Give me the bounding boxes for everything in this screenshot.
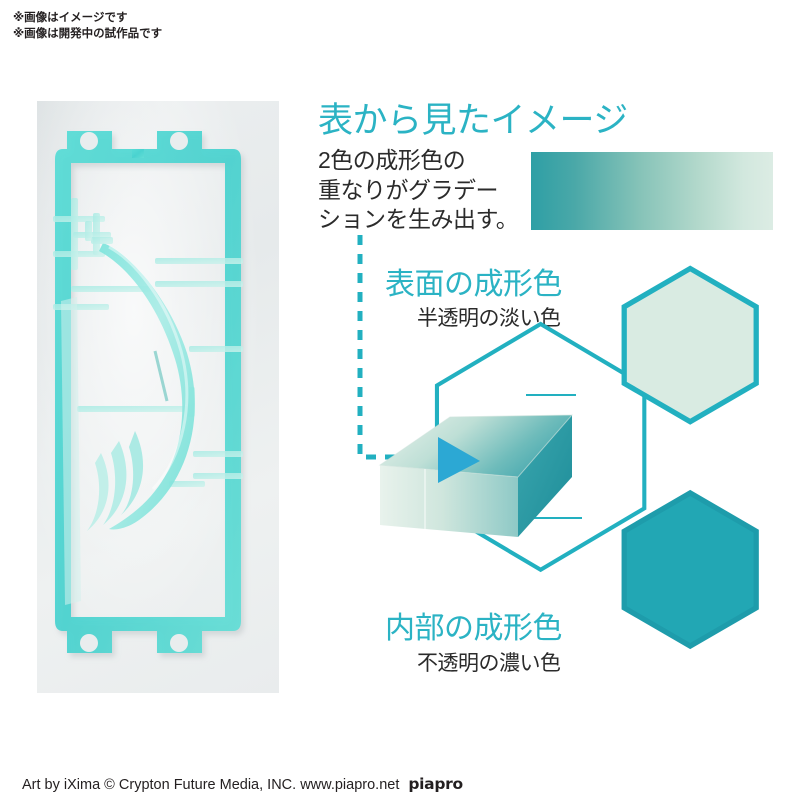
inner-color-subtitle: 不透明の濃い色 bbox=[417, 652, 561, 675]
front-view-body-line-1: 2色の成形色の bbox=[318, 147, 466, 173]
direction-arrow-icon bbox=[438, 437, 480, 483]
inner-color-heading: 内部の成形色 bbox=[385, 612, 563, 645]
front-view-body-line-2: 重なりがグラデー bbox=[318, 176, 499, 203]
surface-color-subtitle: 半透明の淡い色 bbox=[417, 307, 561, 330]
sprue-gates bbox=[85, 221, 113, 244]
front-view-heading: 表から見たイメージ bbox=[318, 101, 628, 140]
dashed-connector-line bbox=[357, 235, 430, 460]
credit-text: Art by iXima © Crypton Future Media, INC… bbox=[22, 777, 400, 793]
runner-sprue-photo bbox=[37, 101, 279, 693]
surface-color-hexagon-swatch bbox=[621, 265, 759, 425]
disclaimer-note-1: ※画像はイメージです bbox=[13, 12, 128, 24]
color-structure-diagram bbox=[320, 225, 800, 685]
footer-credit: Art by iXima © Crypton Future Media, INC… bbox=[22, 775, 463, 794]
hair-parts bbox=[87, 243, 195, 531]
inner-color-hexagon-swatch bbox=[621, 489, 759, 650]
sprue-frame bbox=[55, 131, 241, 653]
surface-color-heading: 表面の成形色 bbox=[385, 268, 563, 301]
disclaimer-note-2: ※画像は開発中の試作品です bbox=[13, 28, 163, 40]
sprue-long-part bbox=[61, 297, 81, 605]
sprue-struts bbox=[53, 198, 243, 487]
sprue-illustration bbox=[53, 131, 243, 653]
front-view-body-line-3: ションを生み出す。 bbox=[318, 206, 519, 232]
disclaimer-notes: ※画像はイメージです ※画像は開発中の試作品です bbox=[13, 10, 162, 42]
piapro-logo: piapro bbox=[408, 775, 463, 793]
gradient-block-3d bbox=[378, 414, 574, 537]
gradient-swatch-bar bbox=[531, 152, 773, 230]
front-view-body: 2色の成形色の 重なりがグラデー ションを生み出す。 bbox=[318, 146, 519, 235]
